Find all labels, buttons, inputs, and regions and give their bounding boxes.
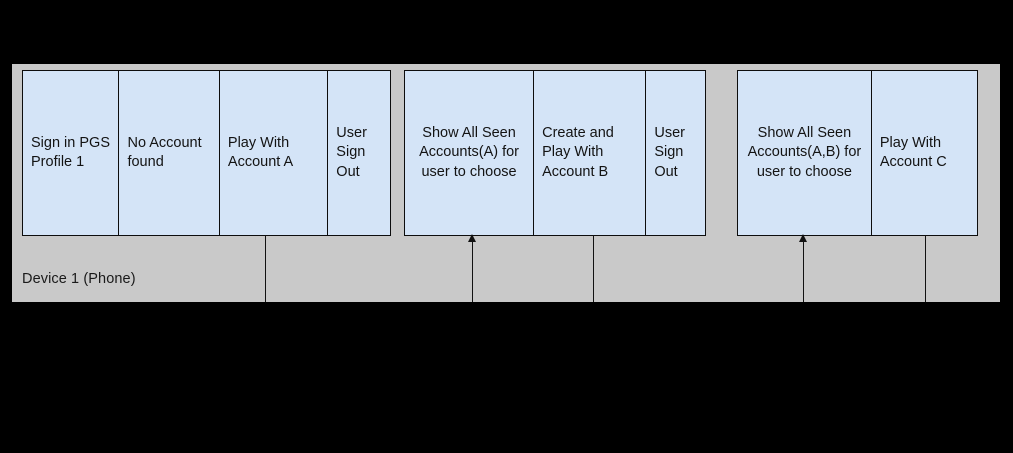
box-play-with-account-c[interactable]: Play With Account C xyxy=(871,71,977,235)
connector-from-play-with-account-a xyxy=(265,235,266,302)
box-label: User Sign Out xyxy=(654,125,685,180)
arrow-head-to-show-all-seen-accounts-ab xyxy=(799,234,807,242)
box-create-and-play-with-account-b[interactable]: Create and Play With Account B xyxy=(534,71,647,235)
box-show-all-seen-accounts-a[interactable]: Show All Seen Accounts(A) for user to ch… xyxy=(405,71,535,235)
lane-group-3: Show All Seen Accounts(A,B) for user to … xyxy=(737,70,978,236)
lane-group-2: Show All Seen Accounts(A) for user to ch… xyxy=(404,70,706,236)
box-label: Show All Seen Accounts(A) for user to ch… xyxy=(419,125,520,180)
box-label: Sign in PGS Profile 1 xyxy=(31,134,110,170)
box-label: Play With Account A xyxy=(227,134,294,170)
box-play-with-account-a[interactable]: Play With Account A xyxy=(219,71,329,235)
box-label: No Account found xyxy=(127,134,202,170)
box-show-all-seen-accounts-ab[interactable]: Show All Seen Accounts(A,B) for user to … xyxy=(738,71,872,235)
connector-to-show-all-seen-accounts-ab xyxy=(803,241,804,302)
box-user-sign-out-2[interactable]: User Sign Out xyxy=(646,71,705,235)
box-no-account-found[interactable]: No Account found xyxy=(119,71,220,235)
box-label: User Sign Out xyxy=(336,125,367,180)
box-sign-in-pgs-profile-1[interactable]: Sign in PGS Profile 1 xyxy=(23,71,120,235)
connector-from-user-sign-out-2 xyxy=(593,235,594,302)
connector-to-show-all-seen-accounts-a xyxy=(472,241,473,302)
device-label: Device 1 (Phone) xyxy=(22,271,136,287)
box-label: Show All Seen Accounts(A,B) for user to … xyxy=(747,125,862,180)
box-user-sign-out-1[interactable]: User Sign Out xyxy=(328,71,390,235)
lane-group-1: Sign in PGS Profile 1 No Account found P… xyxy=(22,70,391,236)
connector-from-play-with-account-c xyxy=(925,235,926,302)
box-label: Play With Account C xyxy=(879,134,947,170)
arrow-head-to-show-all-seen-accounts-a xyxy=(468,234,476,242)
box-label: Create and Play With Account B xyxy=(542,125,614,180)
device-1-panel: Sign in PGS Profile 1 No Account found P… xyxy=(12,64,1000,302)
